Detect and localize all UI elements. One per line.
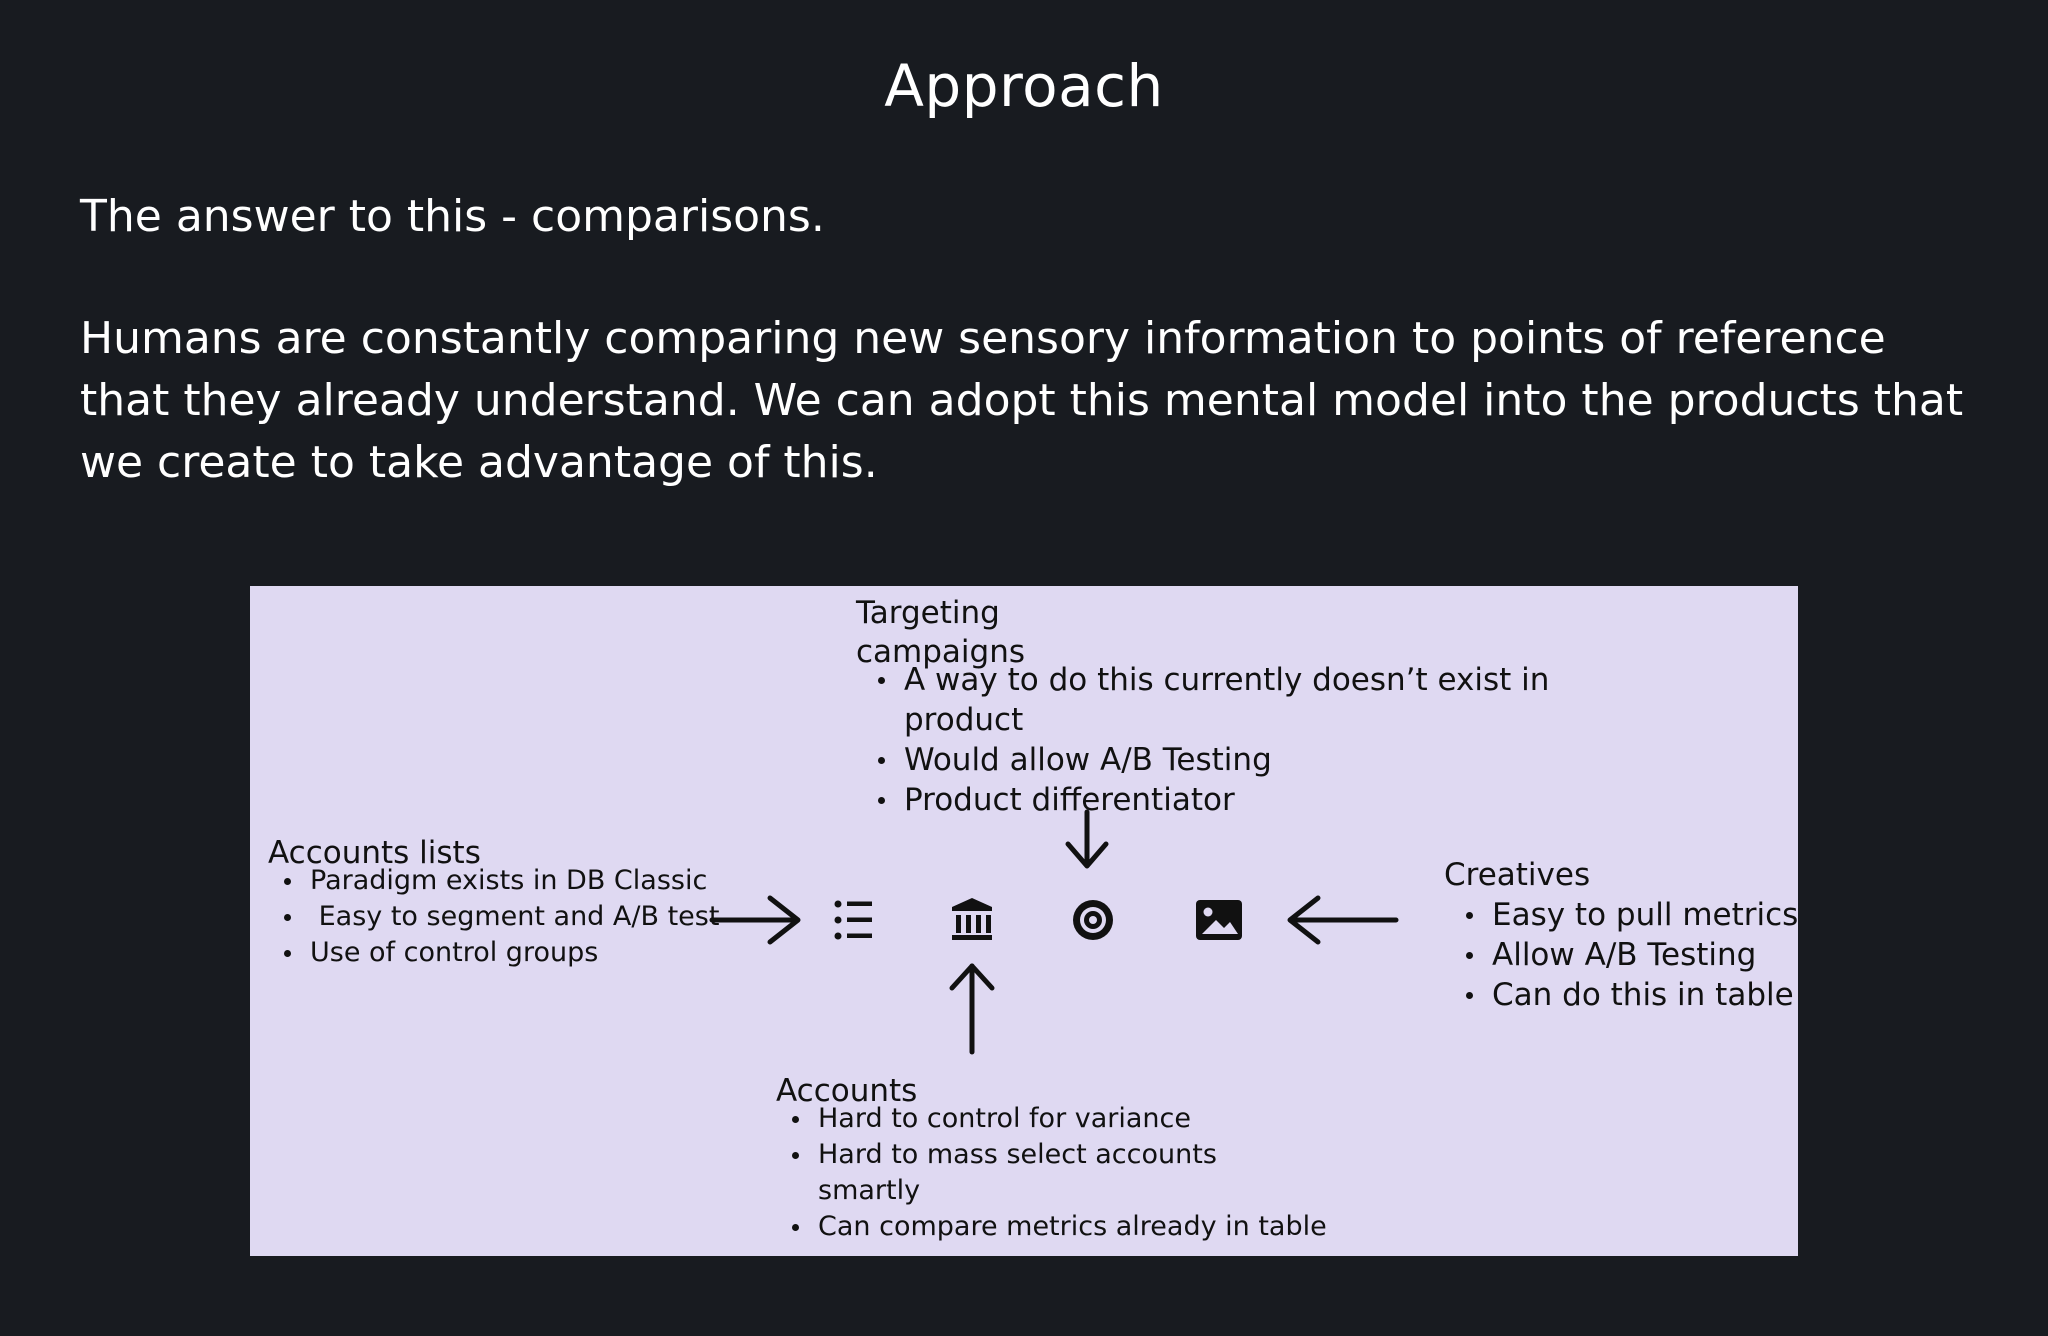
arrow-down-icon <box>1065 809 1109 869</box>
targeting-heading: Targeting campaigns <box>856 595 1026 670</box>
comparison-diagram: Targeting campaigns A way to do this cur… <box>250 586 1798 1256</box>
bank-icon <box>952 898 992 940</box>
list-item: Allow A/B Testing <box>1466 935 1798 975</box>
list-item: Easy to segment and A/B test <box>284 899 738 935</box>
diagram-artwork <box>709 809 1399 1055</box>
accounts-block: Accounts Hard to control for variance Ha… <box>776 1072 1396 1245</box>
image-icon <box>1196 900 1242 940</box>
intro-text: The answer to this - comparisons. <box>80 191 825 242</box>
list-item: Can compare metrics already in table <box>792 1209 1396 1245</box>
list-item: Would allow A/B Testing <box>878 740 1636 780</box>
creatives-block: Creatives Easy to pull metrics Allow A/B… <box>1444 856 1798 1015</box>
accounts-heading: Accounts <box>776 1073 918 1109</box>
page-title: Approach <box>884 52 1164 120</box>
list-icon <box>834 900 872 940</box>
targeting-campaigns-block: Targeting campaigns A way to do this cur… <box>856 594 1636 820</box>
targeting-points: A way to do this currently doesn’t exist… <box>856 660 1636 820</box>
list-item: Easy to pull metrics <box>1466 895 1798 935</box>
accounts-points: Hard to control for variance Hard to mas… <box>776 1101 1396 1245</box>
list-item: Use of control groups <box>284 935 738 971</box>
arrow-right-icon <box>709 895 801 945</box>
list-item: Paradigm exists in DB Classic <box>284 863 738 899</box>
list-item: Product differentiator <box>878 780 1636 820</box>
accounts-lists-heading: Accounts lists <box>268 835 481 871</box>
creatives-points: Easy to pull metrics Allow A/B Testing C… <box>1444 895 1798 1015</box>
list-item: A way to do this currently doesn’t exist… <box>878 660 1636 740</box>
creatives-heading: Creatives <box>1444 857 1591 893</box>
arrow-up-icon <box>949 963 995 1055</box>
accounts-lists-points: Paradigm exists in DB Classic Easy to se… <box>268 863 738 971</box>
target-icon <box>1073 900 1113 940</box>
arrow-left-icon <box>1287 895 1399 945</box>
list-item: Hard to mass select accounts smartly <box>792 1137 1278 1209</box>
list-item: Hard to control for variance <box>792 1101 1396 1137</box>
list-item: Can do this in table <box>1466 975 1798 1015</box>
accounts-lists-block: Accounts lists Paradigm exists in DB Cla… <box>268 834 738 971</box>
body-paragraph: Humans are constantly comparing new sens… <box>80 313 1964 488</box>
